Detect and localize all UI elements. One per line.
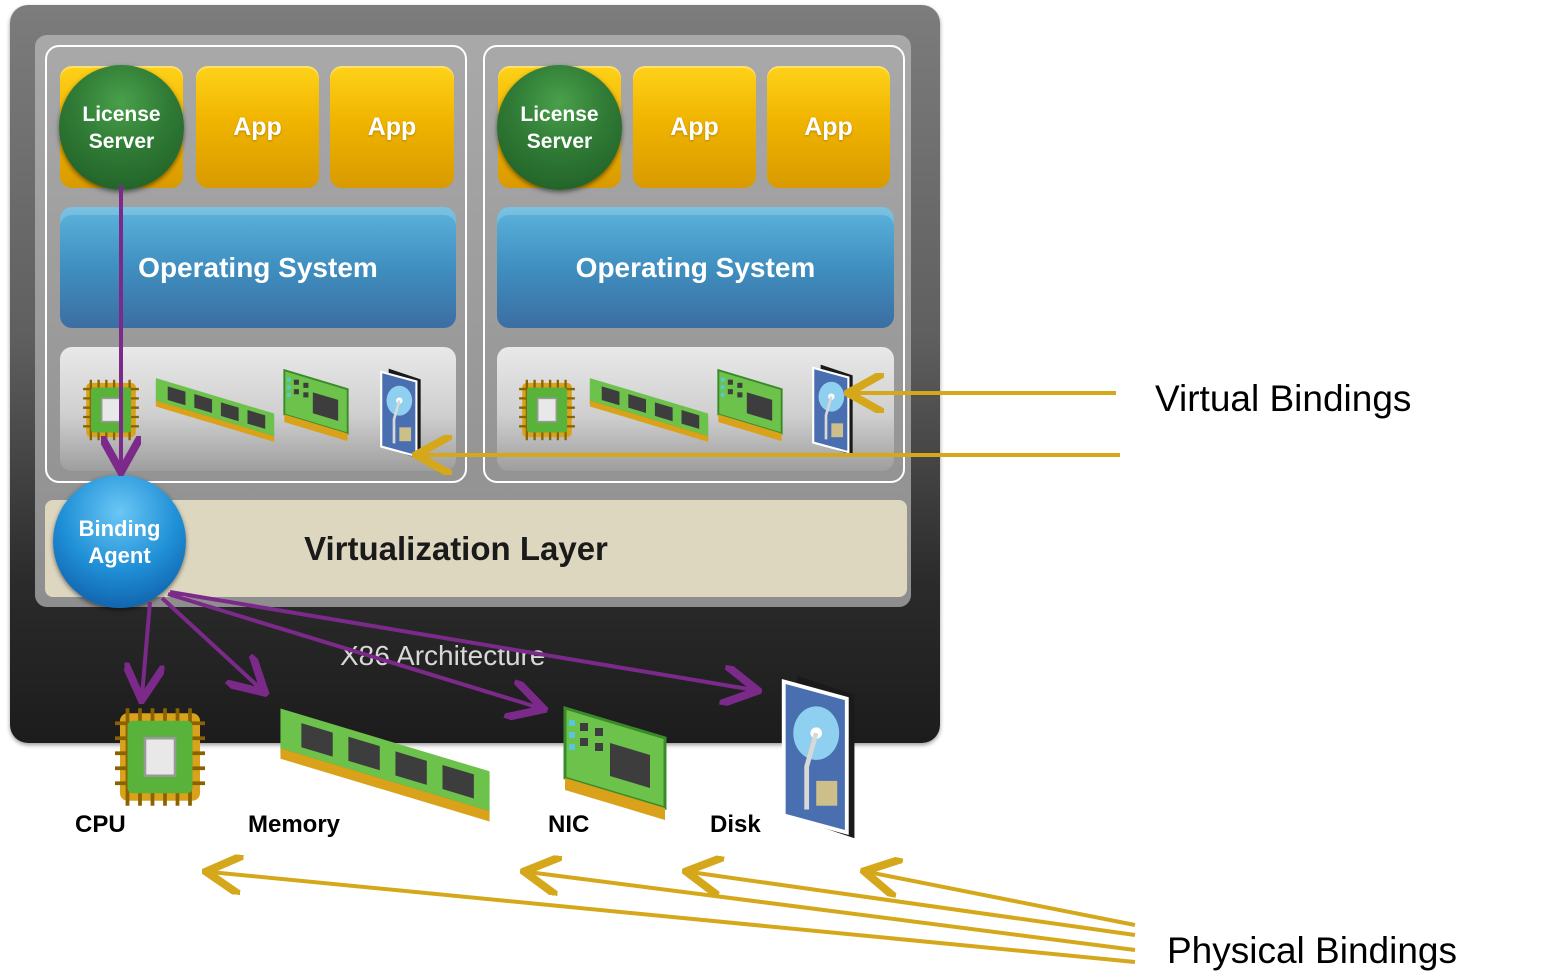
vm2-cpu-chip-icon xyxy=(517,378,577,442)
vm1-app-2: App xyxy=(330,66,454,188)
vm2-disk-drive-icon xyxy=(811,363,855,457)
vm2-app-1: App xyxy=(633,66,756,188)
binding-agent: Binding Agent xyxy=(53,475,186,608)
nic-label: NIC xyxy=(548,811,590,838)
vm1-memory-module-icon xyxy=(155,378,275,442)
physical-binding-arrows xyxy=(210,872,1136,964)
vm2-app-2: App xyxy=(767,66,890,188)
virtual-bindings-label: Virtual Bindings xyxy=(1155,378,1412,419)
app-label: App xyxy=(670,112,719,141)
physical-binding-arrow-memory xyxy=(528,872,1136,952)
app-label: App xyxy=(367,112,417,141)
agent-to-memory-arrow xyxy=(160,596,262,690)
vm1-cpu-chip-icon xyxy=(81,378,141,442)
os-label: Operating System xyxy=(138,251,378,283)
vm1-app-1: App xyxy=(196,66,319,188)
virtual-binding-arrows xyxy=(420,393,1120,455)
physical-binding-arrow-cpu xyxy=(210,872,1136,964)
nic-card-icon xyxy=(563,706,667,822)
vm-1 xyxy=(45,45,467,483)
vm2-operating-system: Operating System xyxy=(497,207,894,328)
cpu-label: CPU xyxy=(75,811,126,838)
vm-2 xyxy=(483,45,905,483)
agent-to-nic-arrow xyxy=(167,592,540,708)
vm1-operating-system: Operating System xyxy=(60,207,456,328)
os-label: Operating System xyxy=(575,251,816,283)
vm2-nic-card-icon xyxy=(717,369,783,443)
vm2-memory-module-icon xyxy=(589,378,709,442)
physical-binding-arrow-disk xyxy=(868,872,1136,927)
memory-module-icon xyxy=(280,708,490,822)
agent-to-cpu-arrow xyxy=(142,601,150,696)
memory-label: Memory xyxy=(248,811,341,838)
agent-to-disk-arrow xyxy=(169,590,754,690)
license-server-vm1: License Server xyxy=(59,65,184,190)
vm1-nic-card-icon xyxy=(283,369,349,443)
app-label: App xyxy=(804,112,853,141)
disk-drive-icon xyxy=(784,676,855,838)
physical-binding-arrow-nic xyxy=(690,872,1136,937)
physical-bindings-label: Physical Bindings xyxy=(1167,930,1457,971)
app-label: App xyxy=(233,112,282,141)
binding-agent-arrows xyxy=(121,185,754,708)
cpu-chip-icon xyxy=(115,708,205,806)
virtualization-layer: Virtualization Layer xyxy=(45,500,907,597)
disk-label: Disk xyxy=(710,811,761,838)
vm1-disk-drive-icon xyxy=(379,367,423,461)
license-server-vm2: License Server xyxy=(497,65,622,190)
virtualization-layer-label: Virtualization Layer xyxy=(304,529,608,567)
